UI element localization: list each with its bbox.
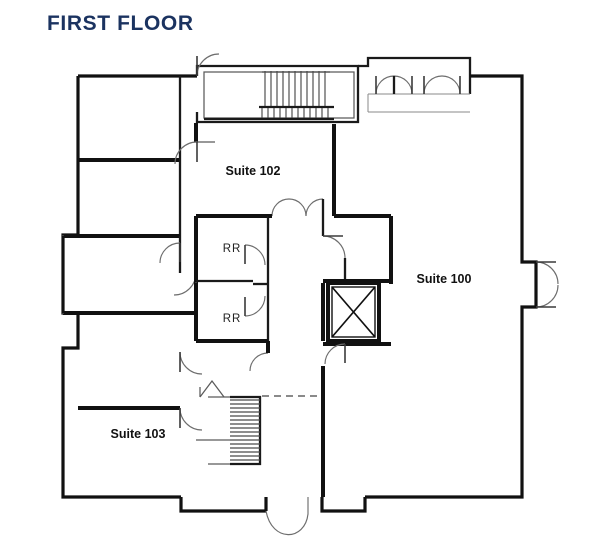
suite-102-walls bbox=[194, 123, 336, 216]
entry-south-curved[interactable] bbox=[265, 497, 309, 536]
restroom-lower-label: RR bbox=[223, 313, 242, 325]
entry-vestibule-north-doors[interactable] bbox=[375, 75, 461, 95]
door-restroom-upper[interactable] bbox=[244, 244, 266, 266]
restroom-upper-label: RR bbox=[223, 243, 242, 255]
restroom-block bbox=[194, 214, 270, 343]
stair-north bbox=[203, 71, 355, 121]
page-title: FIRST FLOOR bbox=[47, 12, 194, 35]
suite-102-label: Suite 102 bbox=[226, 164, 281, 178]
door-suite103[interactable] bbox=[179, 407, 203, 431]
left-rooms-partitions bbox=[63, 76, 198, 410]
door-left-room-lower[interactable] bbox=[173, 272, 197, 296]
suite-103-label: Suite 103 bbox=[111, 427, 166, 441]
door-north-stair-west[interactable] bbox=[196, 53, 220, 77]
door-left-room-mid[interactable] bbox=[159, 242, 181, 264]
lobby-scalloped-walls bbox=[249, 198, 393, 497]
bottom-exterior-jogs bbox=[179, 497, 367, 513]
stair-south bbox=[196, 379, 262, 466]
stair-north-lower-run bbox=[261, 108, 329, 119]
suite-100-label: Suite 100 bbox=[417, 272, 472, 286]
stair-north-upper-run bbox=[262, 71, 330, 107]
entry-doors-east[interactable] bbox=[535, 261, 559, 308]
elevator-shaft bbox=[326, 281, 381, 343]
door-restroom-lower[interactable] bbox=[244, 295, 266, 317]
misc-wall-details bbox=[62, 235, 197, 314]
door-left-room-bottom[interactable] bbox=[179, 351, 203, 375]
door-suite102-north[interactable] bbox=[174, 141, 198, 165]
stair-south-treads bbox=[230, 399, 260, 461]
